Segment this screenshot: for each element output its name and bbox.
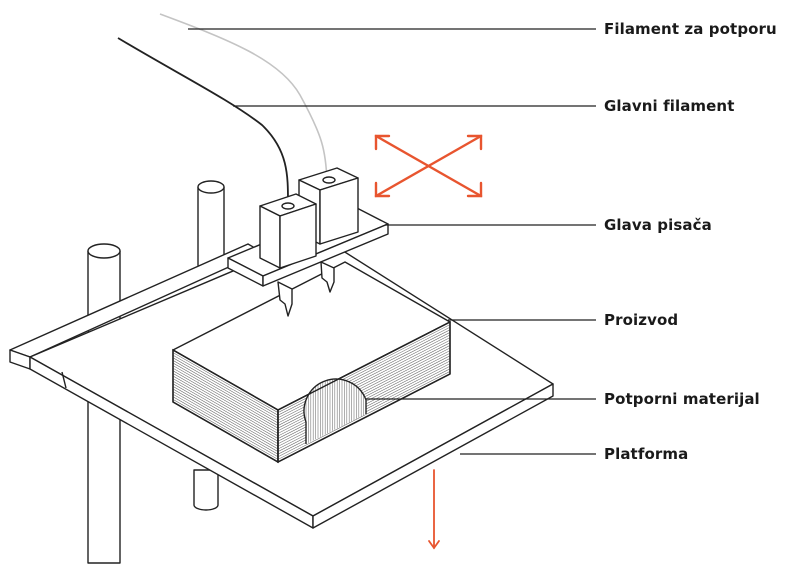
label-product: Proizvod — [604, 311, 679, 329]
support-filament-line — [159, 13, 328, 183]
xy-motion-arrows — [374, 134, 483, 198]
main-filament-line — [117, 37, 289, 204]
leader-lines — [188, 28, 596, 455]
label-support-material: Potporni materijal — [604, 390, 760, 408]
label-print-head: Glava pisača — [604, 216, 712, 234]
z-motion-arrow — [428, 469, 440, 550]
label-support-filament: Filament za potporu — [604, 20, 777, 38]
product-block — [172, 261, 451, 464]
label-main-filament: Glavni filament — [604, 97, 735, 115]
print-head — [227, 167, 389, 317]
label-platform: Platforma — [604, 445, 689, 463]
